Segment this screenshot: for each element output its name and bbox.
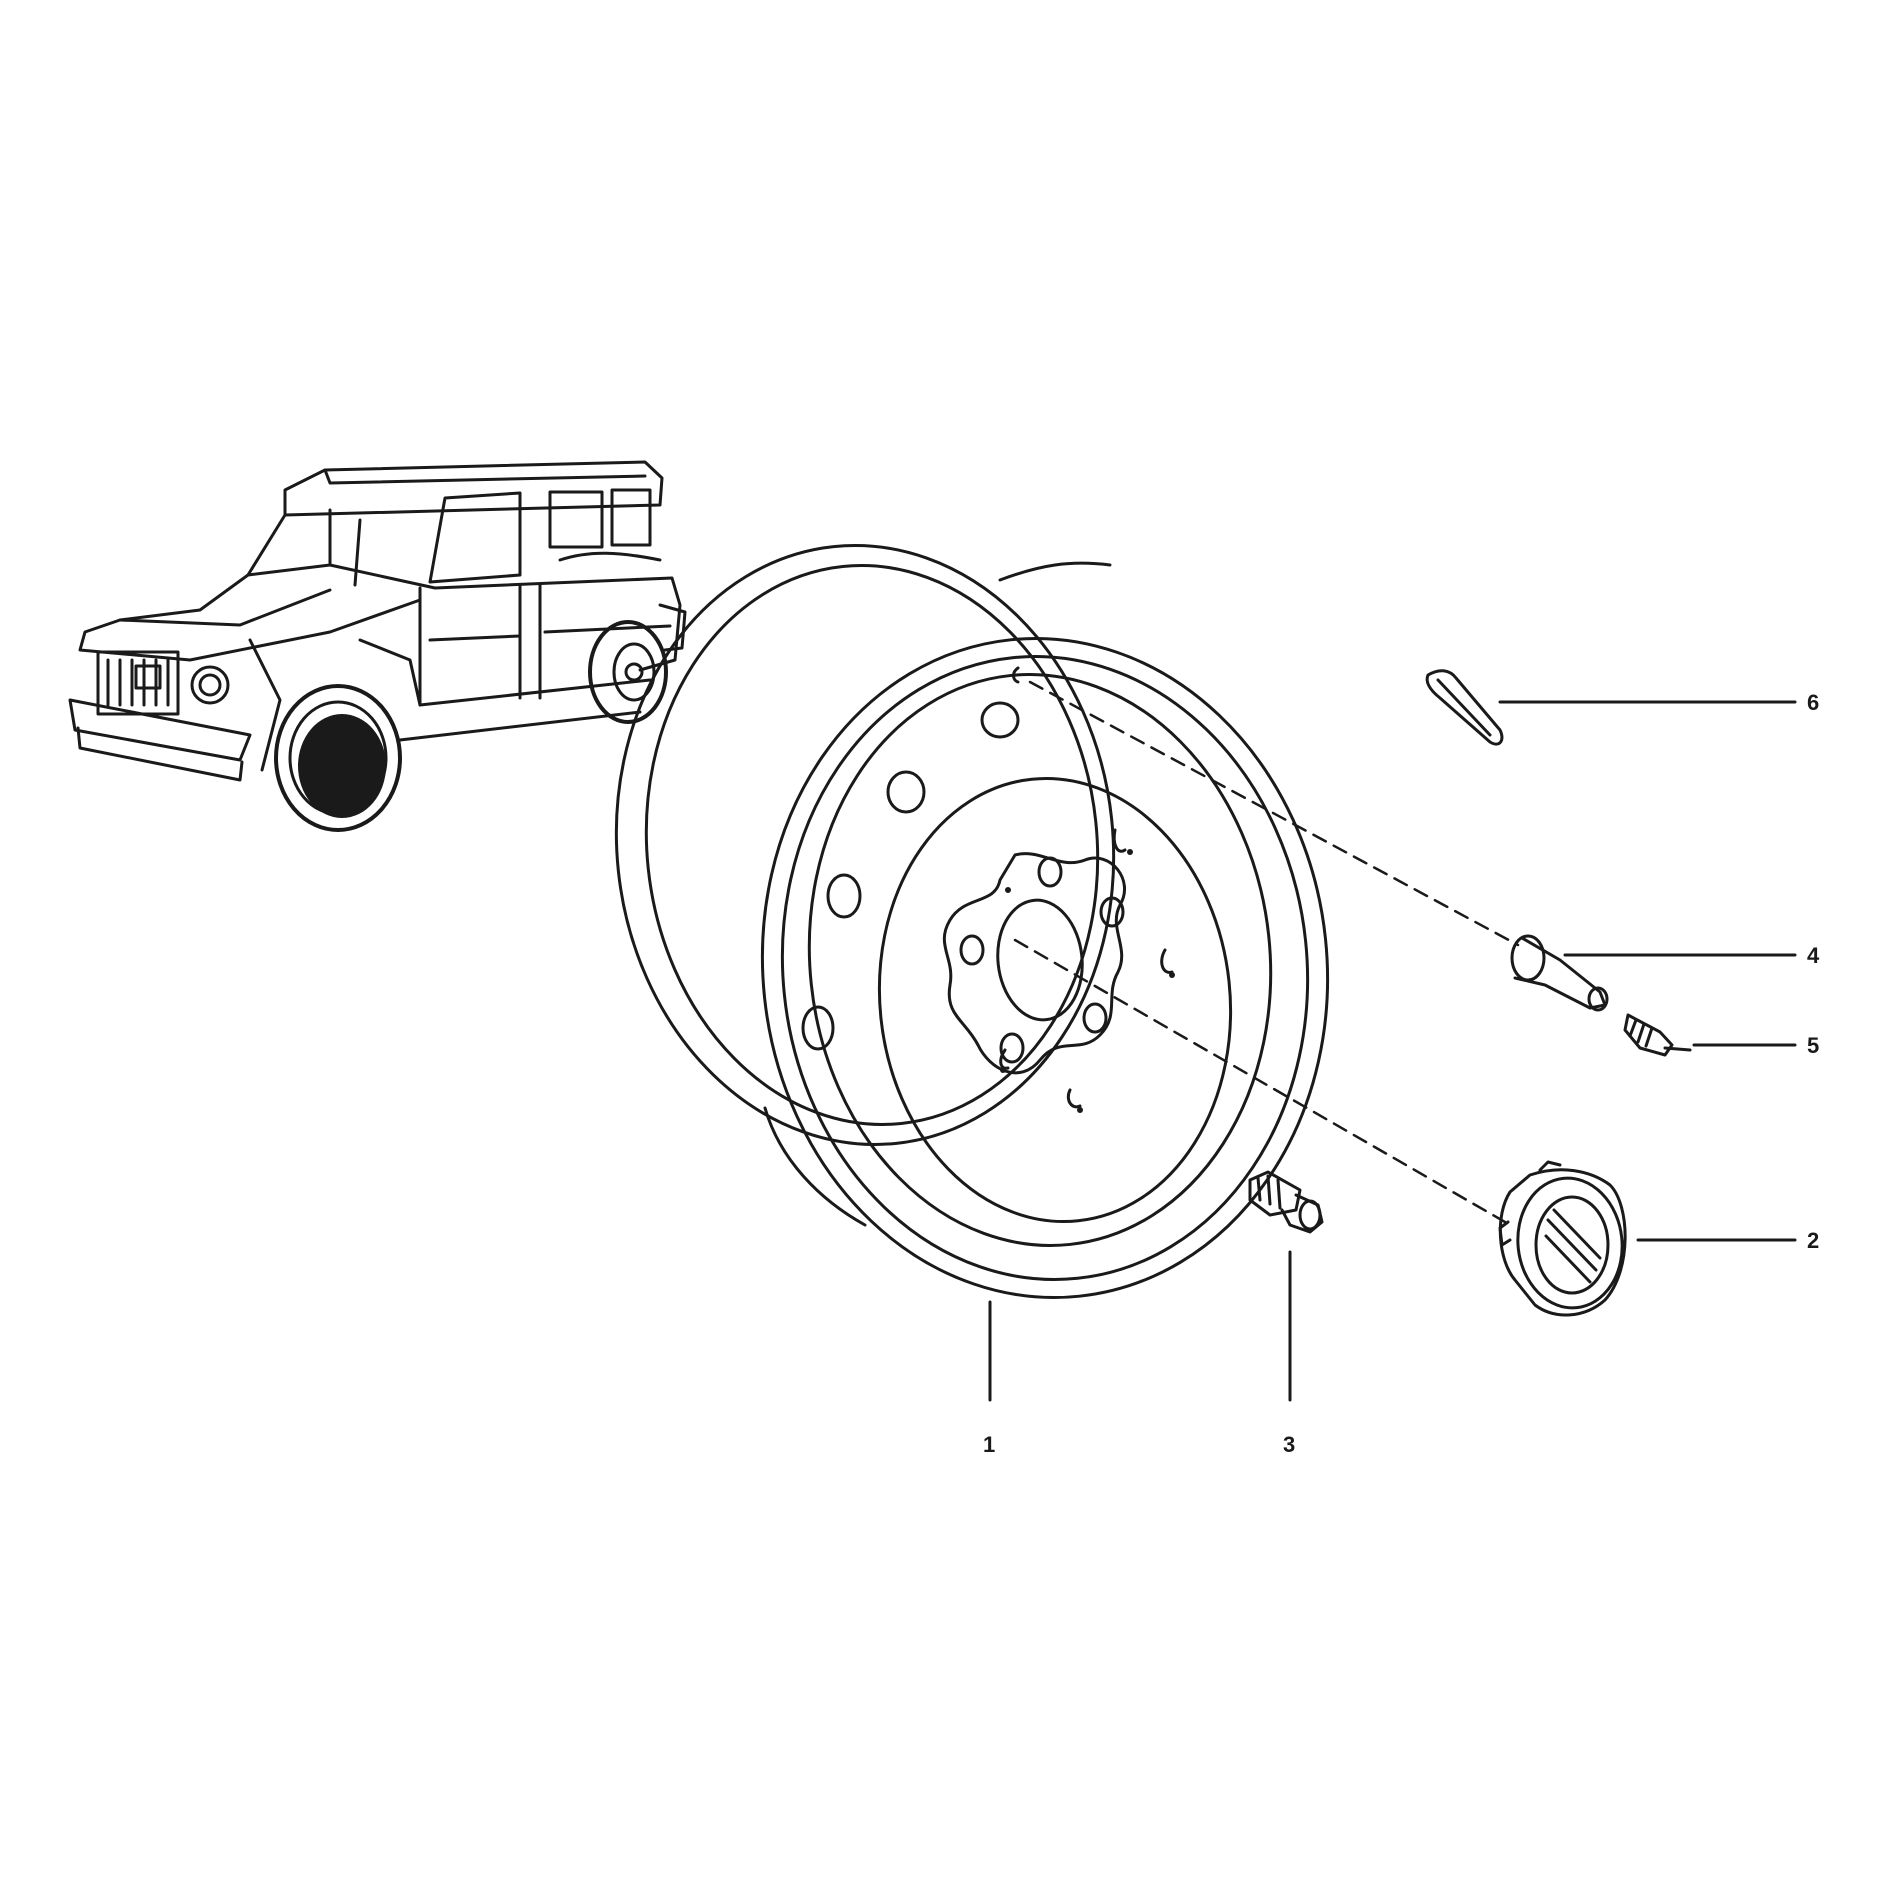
- callout-2: 2: [1807, 1228, 1819, 1253]
- callout-1: 1: [983, 1432, 995, 1457]
- balance-weight-drawing: [1425, 669, 1504, 746]
- assembly-guide-lines: [1013, 680, 1520, 1224]
- callout-5: 5: [1807, 1033, 1819, 1058]
- callout-labels: 1 2 3 4 5 6: [983, 690, 1820, 1457]
- callout-6: 6: [1807, 690, 1819, 715]
- hub-cap-drawing: [1498, 1160, 1627, 1317]
- callout-3: 3: [1283, 1432, 1295, 1457]
- front-tire-fill: [298, 714, 386, 818]
- wheel-rim-drawing: [614, 544, 1330, 1300]
- vehicle-illustration: [68, 460, 687, 832]
- callout-leaders: [988, 700, 1797, 1402]
- tire-valve-drawing: [1510, 934, 1609, 1012]
- valve-insert-drawing: [1623, 1013, 1692, 1057]
- callout-4: 4: [1807, 943, 1820, 968]
- wheel-bolt-drawing: [1248, 1170, 1324, 1234]
